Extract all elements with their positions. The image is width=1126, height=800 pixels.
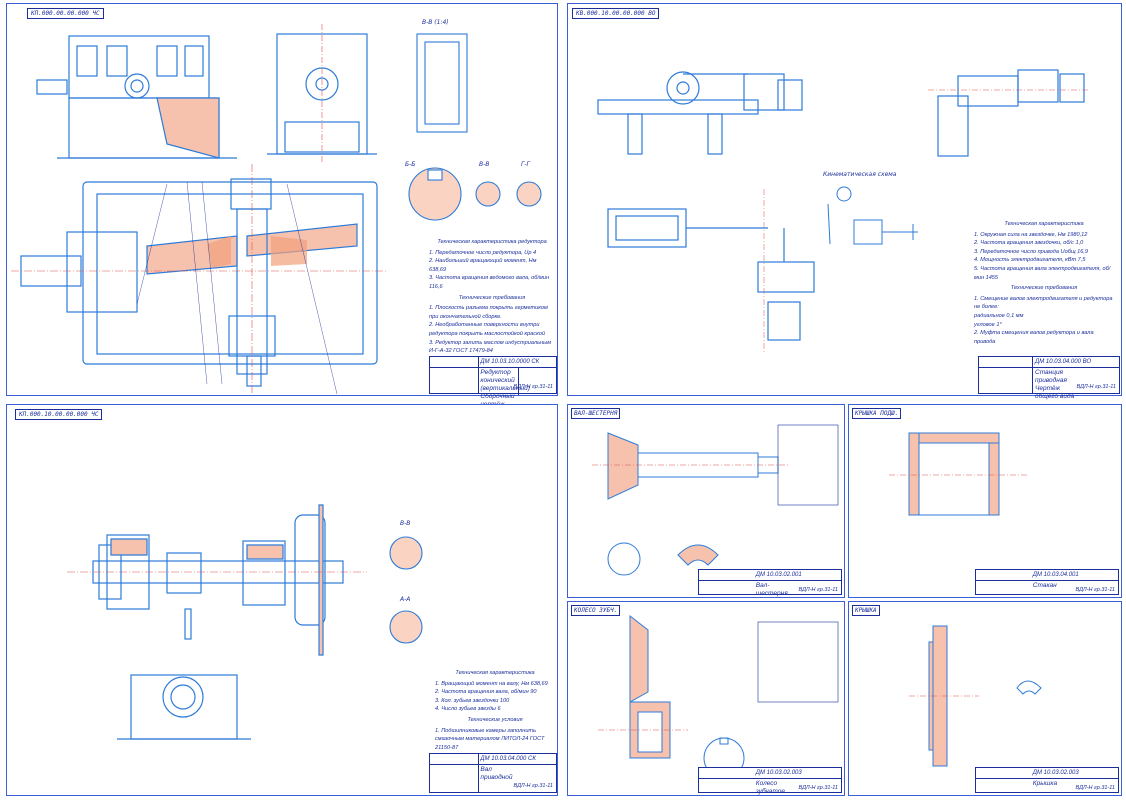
drawing-title: Станция приводная Чертёж общего вида [1035, 369, 1075, 400]
drawing-title: Редуктор конический (вертикальный) Сборо… [480, 369, 530, 408]
sheet-gear-wheel[interactable]: КОЛЕСО ЗУБЧ. ДМ 10.03.02.003 Колесо зубч… [567, 601, 845, 796]
doc-number: ДМ 10.03.04.000 ВО [1035, 359, 1092, 365]
note-line: 4. Мощность электродвигателя, кВт 7,5 [974, 257, 1086, 264]
title-block: ДМ 10.03.02.003 Колесо зубчатое ВДЛ-Н гр… [698, 767, 842, 795]
drawing-title: Вал-шестерня [755, 582, 788, 597]
sheet-stamp: КВ.000.10.00.00.000 ВО [572, 8, 660, 19]
sheet-stamp: КРЫШКА ПОДШ. [852, 408, 902, 419]
title-block: ДМ 10.03.04.001 Стакан ВДЛ-Н гр.31-11 [975, 569, 1119, 595]
station-plan-view [607, 189, 815, 354]
station-top-view [597, 71, 803, 155]
note-line: 1. Передаточное число редуктора, Uр 4 [429, 249, 537, 256]
drive-shaft-drawing: В-В А-А [67, 504, 423, 740]
drawing-title: Стакан [1032, 582, 1057, 589]
station-notes: Техническая характеристика 1. Окружная с… [974, 218, 1114, 346]
section-label: Б-Б [405, 161, 415, 168]
sheet-drive-station[interactable]: КВ.000.10.00.00.000 ВО [567, 3, 1122, 400]
title-block: ДМ 10.03.04.000 СК Вал приводной ВДЛ-Н г… [429, 753, 557, 793]
shaft-notes: Техническая характеристика 1. Вращающий … [435, 667, 555, 752]
req-line: 2. Необработанные поверхности внутри ред… [429, 322, 545, 337]
req-line: 2. Муфта смещения валов редуктора и вала… [974, 330, 1094, 345]
title-block: ДМ 10.03.02.001 Вал-шестерня ВДЛ-Н гр.31… [698, 569, 842, 597]
station-side-view [928, 69, 1088, 157]
req-line: 1. Подшипниковые камеры заполнить смазоч… [435, 727, 545, 751]
pinion-shaft-drawing [592, 424, 839, 576]
sheet-stamp: КП.000.10.00.00.000 ЧС [15, 409, 103, 420]
sheet-sleeve[interactable]: КРЫШКА ПОДШ. ДМ 10.03.04.001 Стакан ВДЛ-… [848, 404, 1122, 598]
cover-drawing [909, 625, 1042, 767]
note-line: 5. Частота вращения вала электродвигател… [974, 265, 1111, 281]
group-label: ВДЛ-Н гр.31-11 [513, 783, 553, 789]
drive-station-drawing: Кинематическая схема [597, 69, 1088, 354]
note-line: 1. Окружная сила на звездочке, Нм 1980,1… [974, 231, 1088, 238]
bearing-housing-view [117, 674, 251, 740]
note-line: 3. Частота вращения ведомого вала, об/ми… [429, 275, 550, 290]
drawing-title: Колесо зубчатое [755, 780, 785, 795]
section-label: В-В (1:4) [422, 19, 449, 26]
sheet-drive-shaft[interactable]: КП.000.10.00.00.000 ЧС В-В А-А Техническ… [6, 404, 558, 796]
drawing-title: Вал приводной [480, 766, 513, 781]
note-line: 1. Вращающий момент на валу, Нм 638,69 [435, 680, 548, 687]
doc-number: ДМ 10.03.10.0000 СК [480, 359, 540, 365]
note-line: 4. Число зубьев звезды 6 [435, 706, 501, 713]
doc-number: ДМ 10.03.02.003 [1032, 770, 1079, 776]
section-label: А-А [399, 596, 410, 603]
notes-title: Техническая характеристика [455, 670, 535, 676]
req-line: 1. Смещение валов электродвигателя и ред… [974, 295, 1113, 311]
sheet-stamp: КРЫШКА [852, 605, 880, 616]
shaft-sections [389, 536, 423, 644]
group-label: ВДЛ-Н гр.31-11 [1076, 384, 1116, 390]
title-block: ДМ 10.03.02.003 Крышка ВДЛ-Н гр.31-11 [975, 767, 1119, 793]
req-line: радиальное 0,1 мм [974, 312, 1024, 319]
group-label: ВДЛ-Н гр.31-11 [798, 587, 838, 593]
group-label: ВДЛ-Н гр.31-11 [798, 785, 838, 791]
note-line: 2. Наибольший вращающий момент, Нм 638,6… [429, 258, 537, 273]
section-small-views [408, 167, 542, 221]
section-label: В-В [479, 161, 489, 168]
doc-number: ДМ 10.03.04.001 [1032, 572, 1079, 578]
doc-number: ДМ 10.03.02.001 [755, 572, 802, 578]
section-label: В-В [400, 520, 410, 527]
note-line: 3. Передаточное число привода Uобщ 16,9 [974, 248, 1089, 255]
reducer-drawing: Б-Б В-В Г-Г В-В (1:4) [11, 19, 542, 395]
title-block: ДМ 10.03.04.000 ВО Станция приводная Чер… [978, 356, 1120, 400]
group-label: ВДЛ-Н гр.31-11 [1075, 587, 1115, 593]
note-line: 3. Кол. зубьев звездочки 100 [435, 697, 510, 704]
housing-front-view [36, 35, 237, 159]
section-bb [416, 33, 468, 133]
req-line: угловое 1° [974, 321, 1002, 328]
kinematic-label: Кинематическая схема [823, 171, 897, 178]
notes-title: Техническая характеристика [1004, 221, 1084, 227]
reducer-notes: Техническая характеристика редуктора 1. … [429, 236, 555, 356]
sheet-pinion-shaft[interactable]: ВАЛ-ШЕСТЕРНЯ ДМ 10.03.02.001 Вал-шестерн… [567, 404, 845, 598]
group-label: ВДЛ-Н гр.31-11 [1075, 785, 1115, 791]
title-block: ДМ 10.03.10.0000 СК Редуктор конический … [429, 356, 557, 408]
doc-number: ДМ 10.03.02.003 [755, 770, 802, 776]
note-line: 2. Частота вращения звездочки, об/с 1,0 [974, 240, 1084, 247]
kinematic-scheme [827, 186, 918, 245]
notes-title: Техническая характеристика редуктора [437, 239, 547, 245]
shaft-assembly [92, 504, 344, 656]
req-title: Технические требования [1010, 285, 1078, 292]
sheet-cover[interactable]: КРЫШКА ДМ 10.03.02.003 Крышка ВДЛ-Н гр.3… [848, 601, 1122, 796]
sleeve-drawing [889, 432, 1029, 516]
doc-number: ДМ 10.03.04.000 СК [480, 756, 536, 762]
note-line: 2. Частота вращения вала, об/мин 90 [435, 689, 537, 696]
gear-wheel-drawing [598, 614, 839, 779]
req-line: 3. Редуктор залить маслом индустриальным… [429, 339, 552, 355]
group-label: ВДЛ-Н гр.31-11 [513, 384, 553, 390]
sheet-reducer-assembly[interactable]: КП.000.00.00.000 ЧС [6, 3, 558, 408]
sheet-stamp: ВАЛ-ШЕСТЕРНЯ [571, 408, 621, 419]
req-line: 1. Плоскость разъема покрыть герметиком … [429, 305, 548, 320]
sheet-stamp: КОЛЕСО ЗУБЧ. [571, 605, 621, 616]
drawing-title: Крышка [1032, 780, 1058, 787]
reducer-main-section [20, 178, 378, 387]
section-label: Г-Г [521, 161, 531, 168]
req-title: Технические требования [458, 294, 526, 301]
sheet-stamp: КП.000.00.00.000 ЧС [27, 8, 104, 19]
req-title: Технические условия [467, 716, 523, 723]
